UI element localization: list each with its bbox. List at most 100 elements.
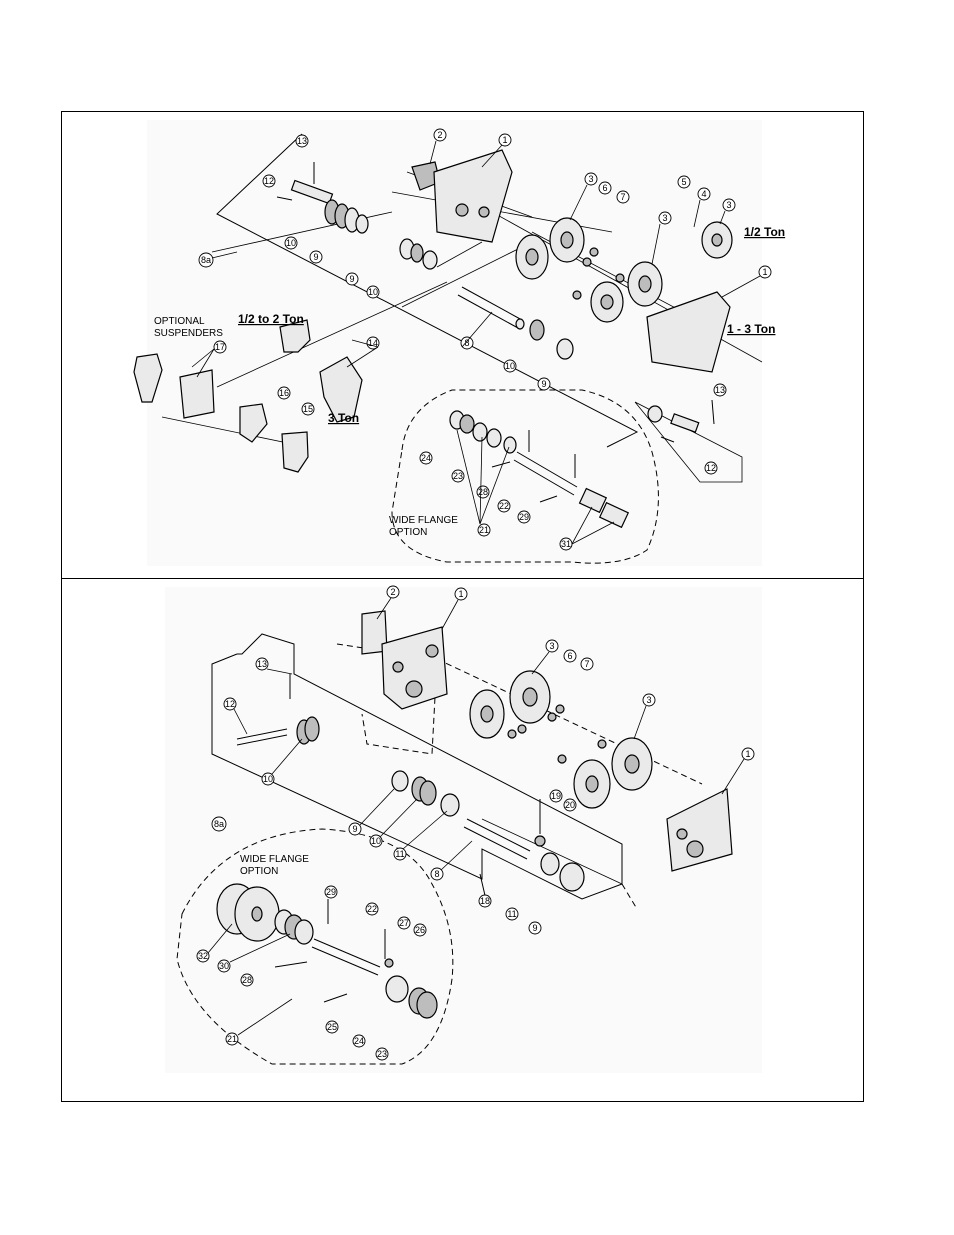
callout-9b: 9 (528, 921, 542, 935)
svg-text:26: 26 (415, 925, 425, 935)
callout-29: 29 (324, 885, 338, 899)
callout-9a: 9 (309, 250, 323, 264)
label-option: OPTION (240, 866, 278, 877)
svg-text:22: 22 (499, 501, 509, 511)
svg-text:13: 13 (297, 136, 307, 146)
svg-text:2: 2 (390, 587, 395, 597)
bottom-diagram-panel: 2 1 3 6 7 3 1 13 12 10 8a 9 10 11 8 19 2… (61, 578, 864, 1102)
label-one-three-ton: 1 - 3 Ton (727, 322, 775, 336)
callout-2: 2 (386, 585, 400, 599)
callout-3b: 3 (642, 693, 656, 707)
svg-text:10: 10 (371, 836, 381, 846)
svg-text:22: 22 (367, 904, 377, 914)
svg-text:19: 19 (551, 791, 561, 801)
callout-9a: 9 (348, 822, 362, 836)
spring-assembly-left (290, 179, 369, 234)
callout-1: 1 (454, 587, 468, 601)
callout-31: 31 (559, 537, 573, 551)
callout-7: 7 (616, 190, 630, 204)
callout-13: 13 (255, 657, 269, 671)
callout-16: 16 (277, 386, 291, 400)
svg-text:17: 17 (215, 342, 225, 352)
svg-text:6: 6 (567, 651, 572, 661)
svg-text:3: 3 (588, 174, 593, 184)
callout-18: 18 (478, 894, 492, 908)
svg-text:3: 3 (549, 641, 554, 651)
callout-29: 29 (517, 510, 531, 524)
callout-10a: 10 (284, 236, 298, 250)
svg-text:8a: 8a (214, 819, 224, 829)
wide-flange-region (176, 828, 454, 1065)
callout-6: 6 (598, 181, 612, 195)
svg-text:9: 9 (541, 379, 546, 389)
label-wide-flange: WIDE FLANGE (240, 854, 309, 865)
svg-text:30: 30 (219, 961, 229, 971)
svg-text:14: 14 (368, 338, 378, 348)
callout-8a: 8a (198, 252, 214, 268)
wide-flange-parts (449, 410, 630, 529)
callout-25: 25 (325, 1020, 339, 1034)
svg-text:23: 23 (377, 1049, 387, 1059)
right-side-plate-part (666, 788, 733, 872)
optional-suspenders (133, 319, 363, 473)
callout-5: 5 (677, 175, 691, 189)
callout-11a: 11 (393, 847, 407, 861)
svg-text:13: 13 (257, 659, 267, 669)
label-half-two-ton: 1/2 to 2 Ton (238, 312, 304, 326)
callout-1b: 1 (758, 265, 772, 279)
callout-24: 24 (419, 451, 433, 465)
callout-2: 2 (433, 128, 447, 142)
svg-text:10: 10 (368, 287, 378, 297)
callout-7: 7 (580, 657, 594, 671)
svg-text:7: 7 (584, 659, 589, 669)
svg-text:12: 12 (706, 463, 716, 473)
callout-3c: 3 (722, 198, 736, 212)
label-wide-flange: WIDE FLANGE (389, 515, 458, 526)
callout-4: 4 (697, 187, 711, 201)
svg-text:10: 10 (505, 361, 515, 371)
callout-17: 17 (213, 340, 227, 354)
callout-12: 12 (223, 697, 237, 711)
svg-text:12: 12 (264, 176, 274, 186)
label-option: OPTION (389, 527, 427, 538)
callout-22: 22 (497, 499, 511, 513)
callout-12b: 12 (704, 461, 718, 475)
svg-text:9: 9 (532, 923, 537, 933)
callout-27: 27 (397, 916, 411, 930)
callout-23: 23 (451, 469, 465, 483)
top-exploded-view: 1 2 3 3 3 4 5 6 7 1 8 8a 9 9 9 10 10 10 … (133, 120, 785, 566)
callout-6: 6 (563, 649, 577, 663)
label-suspenders: SUSPENDERS (154, 328, 223, 339)
svg-text:3: 3 (646, 695, 651, 705)
callout-15: 15 (301, 402, 315, 416)
callout-30: 30 (217, 959, 231, 973)
callout-group: 1 2 3 3 3 4 5 6 7 1 8 8a 9 9 9 10 10 10 … (198, 128, 772, 551)
callout-8: 8 (430, 867, 444, 881)
load-shaft-part (457, 286, 574, 360)
svg-text:11: 11 (507, 909, 516, 919)
svg-text:9: 9 (349, 274, 354, 284)
callout-12a: 12 (262, 174, 276, 188)
side-plate-part (433, 149, 513, 243)
svg-text:21: 21 (479, 525, 489, 535)
label-half-ton: 1/2 Ton (744, 225, 785, 239)
callout-group: 2 1 3 6 7 3 1 13 12 10 8a 9 10 11 8 19 2… (196, 585, 755, 1061)
callout-10c: 10 (503, 359, 517, 373)
svg-text:27: 27 (399, 918, 409, 928)
svg-text:23: 23 (453, 471, 463, 481)
svg-text:1: 1 (762, 267, 767, 277)
svg-text:29: 29 (326, 887, 336, 897)
svg-text:13: 13 (715, 385, 725, 395)
callout-21: 21 (477, 523, 491, 537)
svg-text:28: 28 (242, 975, 252, 985)
callout-9b: 9 (345, 272, 359, 286)
callout-3: 3 (545, 639, 559, 653)
svg-text:9: 9 (313, 252, 318, 262)
callout-3: 3 (584, 172, 598, 186)
top-diagram-panel: 1 2 3 3 3 4 5 6 7 1 8 8a 9 9 9 10 10 10 … (61, 111, 864, 579)
callout-32: 32 (196, 949, 210, 963)
svg-text:10: 10 (263, 774, 273, 784)
callout-9c: 9 (537, 377, 551, 391)
callout-13a: 13 (295, 134, 309, 148)
svg-text:2: 2 (437, 130, 442, 140)
